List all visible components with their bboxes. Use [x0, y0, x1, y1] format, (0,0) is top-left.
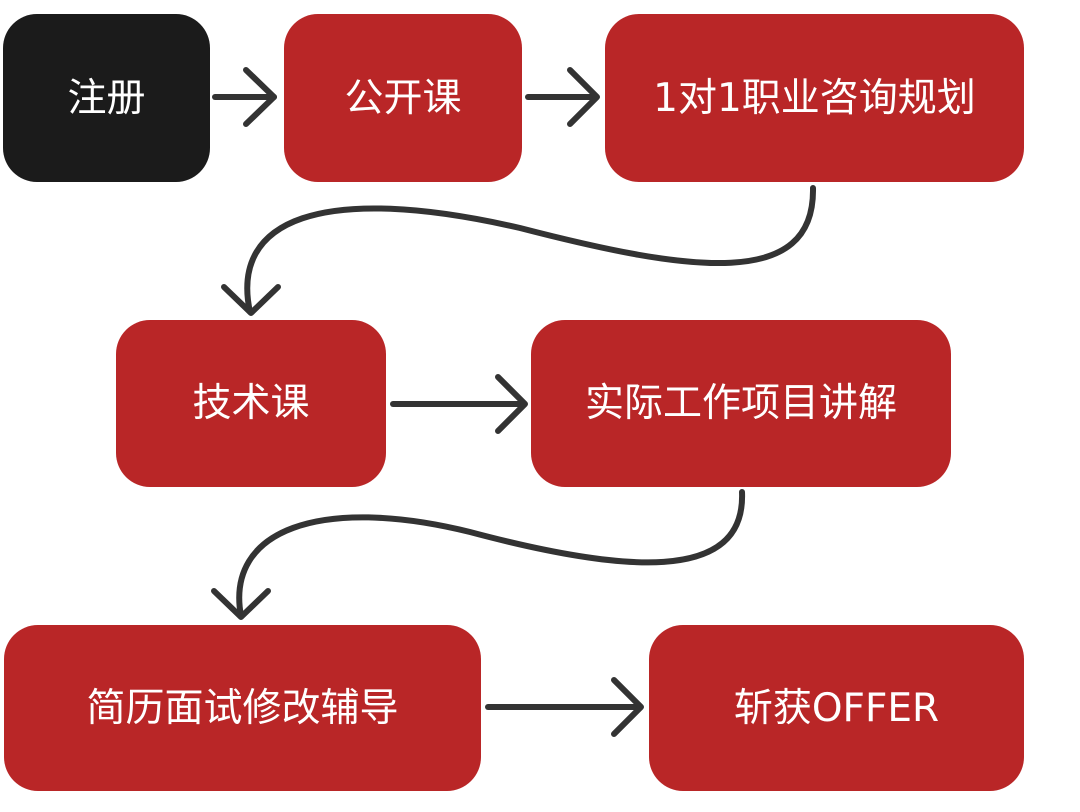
- arrow-resume-interview-to-get-offer: [485, 677, 644, 737]
- arrow-tech-course-to-project-explanation: [390, 374, 528, 434]
- step-tech-course[interactable]: 技术课: [116, 320, 386, 487]
- step-resume-interview[interactable]: 简历面试修改辅导: [4, 625, 481, 791]
- step-career-consulting[interactable]: 1对1职业咨询规划: [605, 14, 1024, 182]
- arrow-career-consulting-to-tech-course: [221, 185, 817, 316]
- step-open-course[interactable]: 公开课: [284, 14, 522, 182]
- arrow-open-course-to-career-consulting: [525, 67, 600, 127]
- arrow-register-to-open-course: [212, 67, 277, 127]
- step-get-offer[interactable]: 斩获OFFER: [649, 625, 1024, 791]
- arrow-project-explanation-to-resume-interview: [211, 489, 746, 620]
- step-project-explanation[interactable]: 实际工作项目讲解: [531, 320, 951, 487]
- step-register[interactable]: 注册: [3, 14, 210, 182]
